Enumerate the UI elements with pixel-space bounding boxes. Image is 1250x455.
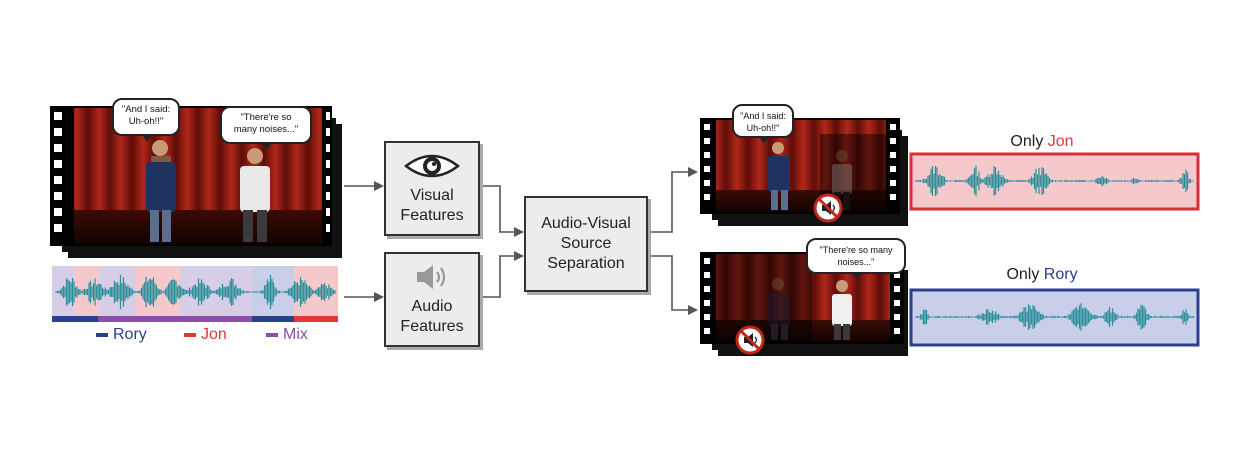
rory-figure (240, 148, 270, 242)
audio-features-label-line1: Audio (411, 297, 453, 315)
film-sprockets (54, 112, 330, 232)
separation-label-line3: Separation (547, 255, 625, 272)
jon-figure-dim (768, 278, 790, 340)
visual-features-label-line2: Features (400, 206, 464, 224)
jon-figure-top (768, 142, 790, 210)
legend-swatch-rory (96, 333, 108, 337)
input-bubble-rory: "There're so many noises..." (220, 106, 312, 149)
speaker-icon (417, 264, 446, 289)
input-audio-strip (52, 266, 338, 322)
legend-rory: Rory (96, 326, 147, 344)
input-waveform (55, 274, 336, 310)
separation-box: Audio-Visual Source Separation (524, 196, 648, 292)
output-bubble-rory: "There're so many noises..." (806, 238, 906, 279)
input-video-frame (74, 108, 322, 244)
output-top-video-stack (700, 118, 908, 226)
output-title-jon-name: Jon (1047, 133, 1074, 150)
legend-label-mix: Mix (283, 326, 308, 343)
audio-features-label-line2: Features (400, 317, 464, 335)
output-title-rory-name: Rory (1043, 266, 1078, 283)
legend-label-rory: Rory (113, 326, 147, 343)
eye-icon (404, 154, 460, 177)
output-bottom-video-stack (700, 252, 908, 356)
output-jon-audio (909, 152, 1200, 211)
legend-mix: Mix (266, 326, 308, 344)
rory-waveform (915, 303, 1195, 331)
jon-figure (146, 140, 176, 242)
output-title-rory-prefix: Only (1006, 266, 1044, 283)
output-title-jon-prefix: Only (1010, 133, 1048, 150)
visual-features-box: Visual Features (384, 141, 480, 236)
top-film-sprockets (704, 124, 896, 200)
muted-speaker-icon (813, 193, 843, 223)
output-rory-audio (909, 288, 1200, 347)
muted-speaker-icon (735, 325, 765, 355)
rory-figure-bottom (832, 280, 852, 340)
arrows (344, 167, 698, 315)
legend-swatch-jon (184, 333, 196, 337)
separation-label-line2: Source (560, 235, 612, 252)
audio-features-box: Audio Features (384, 252, 480, 347)
legend-jon: Jon (184, 326, 227, 344)
jon-waveform (915, 165, 1195, 197)
output-title-rory: Only Rory (897, 266, 1187, 284)
output-bubble-jon: "And I said: Uh-oh!!" (732, 104, 794, 143)
output-title-jon: Only Jon (897, 133, 1187, 151)
arrow-separation-to-top (648, 167, 698, 233)
visual-features-label-line1: Visual (410, 186, 454, 204)
legend-label-jon: Jon (201, 326, 227, 343)
arrow-visual-to-separation (480, 185, 524, 237)
arrow-audio-to-separation (480, 251, 524, 298)
separation-label-line1: Audio-Visual (541, 215, 631, 232)
input-bubble-jon: "And I said: Uh-oh!!" (112, 98, 180, 141)
legend-swatch-mix (266, 333, 278, 337)
arrow-separation-to-bottom (648, 255, 698, 315)
